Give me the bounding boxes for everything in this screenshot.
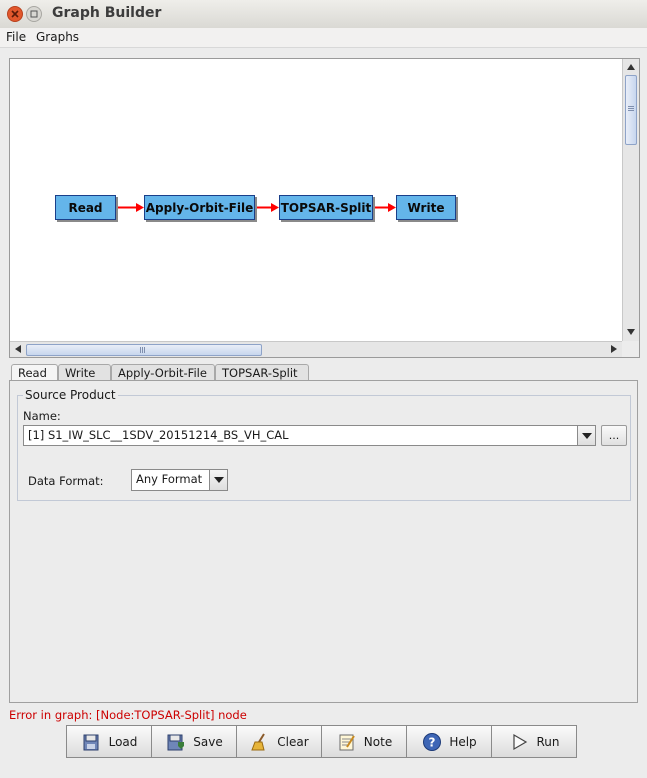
tab-apply-orbit-file[interactable]: Apply-Orbit-File — [111, 364, 215, 380]
help-icon: ? — [421, 731, 443, 753]
node-read[interactable]: Read — [55, 195, 116, 220]
note-icon — [336, 731, 358, 753]
data-format-label: Data Format: — [28, 474, 104, 488]
scroll-up-icon[interactable] — [624, 60, 638, 74]
scroll-corner — [622, 341, 639, 357]
data-format-select[interactable]: Any Format — [131, 469, 228, 491]
save-label: Save — [193, 734, 223, 749]
play-icon — [508, 731, 530, 753]
button-bar: Load Save Clear — [66, 725, 577, 758]
node-apply-orbit-file[interactable]: Apply-Orbit-File — [144, 195, 255, 220]
maximize-icon[interactable] — [26, 6, 42, 22]
node-topsar-split[interactable]: TOPSAR-Split — [279, 195, 373, 220]
broom-icon — [249, 731, 271, 753]
tab-read[interactable]: Read — [11, 364, 58, 381]
source-product-select[interactable]: [1] S1_IW_SLC__1SDV_20151214_BS_VH_CAL — [23, 425, 596, 446]
edge-orbit-split — [255, 203, 279, 212]
window-title: Graph Builder — [52, 5, 162, 21]
clear-label: Clear — [277, 734, 309, 749]
grip-icon — [628, 106, 634, 111]
svg-text:?: ? — [429, 735, 436, 749]
read-panel: Source Product Name: [1] S1_IW_SLC__1SDV… — [9, 380, 638, 703]
load-label: Load — [108, 734, 138, 749]
title-bar: Graph Builder — [0, 0, 647, 29]
edge-read-orbit — [116, 203, 144, 212]
source-product-title: Source Product — [23, 388, 118, 402]
clear-button[interactable]: Clear — [236, 725, 322, 758]
grip-icon — [140, 347, 145, 353]
load-icon — [81, 731, 103, 753]
scroll-right-icon[interactable] — [607, 342, 621, 356]
run-button[interactable]: Run — [491, 725, 577, 758]
note-label: Note — [363, 734, 393, 749]
data-format-value: Any Format — [136, 472, 203, 486]
graph-canvas-frame: Read Apply-Orbit-File TOPSAR-Split Write — [9, 58, 640, 358]
horizontal-scrollbar[interactable] — [10, 341, 622, 357]
name-label: Name: — [23, 409, 61, 423]
run-label: Run — [536, 734, 560, 749]
tab-topsar-split[interactable]: TOPSAR-Split — [215, 364, 309, 380]
menu-bar: File Graphs — [0, 28, 647, 48]
close-icon[interactable] — [7, 6, 23, 22]
chevron-down-icon[interactable] — [577, 426, 595, 445]
graph-canvas[interactable]: Read Apply-Orbit-File TOPSAR-Split Write — [10, 59, 622, 341]
graph-edges — [116, 203, 396, 212]
save-icon — [165, 731, 187, 753]
source-product-group: Source Product Name: [1] S1_IW_SLC__1SDV… — [17, 388, 631, 501]
vertical-scrollbar[interactable] — [622, 59, 639, 341]
chevron-down-icon[interactable] — [209, 470, 227, 490]
error-message: Error in graph: [Node:TOPSAR-Split] node — [9, 708, 247, 722]
vertical-scroll-thumb[interactable] — [625, 75, 637, 145]
note-button[interactable]: Note — [321, 725, 407, 758]
scroll-down-icon[interactable] — [624, 325, 638, 339]
edge-split-write — [373, 203, 396, 212]
scroll-left-icon[interactable] — [11, 342, 25, 356]
help-label: Help — [449, 734, 477, 749]
source-product-value: [1] S1_IW_SLC__1SDV_20151214_BS_VH_CAL — [28, 428, 289, 442]
save-button[interactable]: Save — [151, 725, 237, 758]
menu-graphs[interactable]: Graphs — [36, 30, 80, 44]
load-button[interactable]: Load — [66, 725, 152, 758]
horizontal-scroll-thumb[interactable] — [26, 344, 262, 356]
tab-write[interactable]: Write — [58, 364, 111, 380]
node-write[interactable]: Write — [396, 195, 456, 220]
browse-button[interactable]: ... — [601, 425, 627, 446]
menu-file[interactable]: File — [6, 30, 27, 44]
help-button[interactable]: ? Help — [406, 725, 492, 758]
